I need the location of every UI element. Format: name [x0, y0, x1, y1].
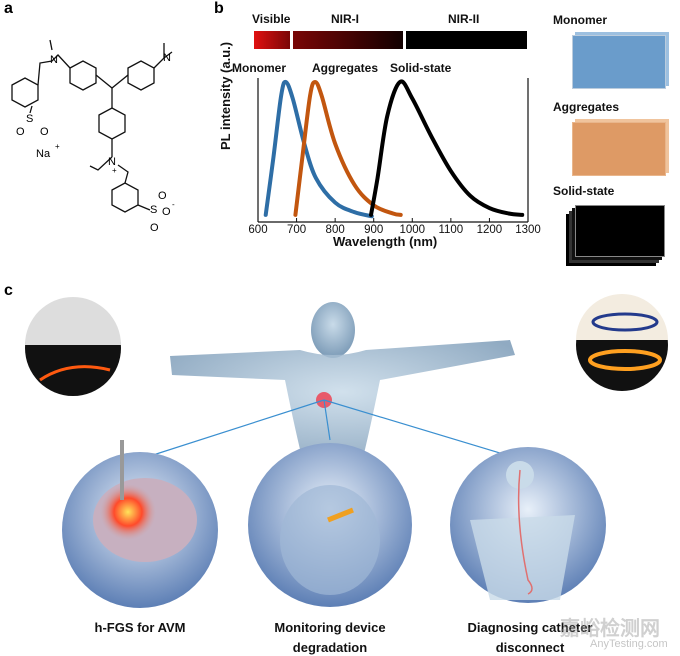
caption-monitoring-2: degradation — [292, 640, 368, 655]
series-line-monomer — [263, 79, 374, 219]
sodium-charge: + — [55, 142, 60, 151]
pl-chart — [257, 78, 529, 223]
nir2-band — [406, 31, 527, 49]
nir1-label: NIR-I — [331, 12, 359, 26]
charge-plus: + — [112, 166, 117, 175]
atom-s1: S — [26, 113, 34, 125]
atom-o2: O — [40, 126, 49, 138]
legend-monomer-label: Monomer — [553, 13, 607, 27]
series-label-aggregates: Aggregates — [312, 61, 379, 75]
watermark-en: AnyTesting.com — [590, 638, 668, 650]
atom-s2: S — [150, 204, 158, 216]
atom-n3: N — [108, 156, 116, 168]
x-tick-label: 1300 — [515, 224, 541, 236]
atom-n2: N — [163, 52, 171, 64]
panel-b-label: b — [214, 0, 224, 17]
sulfonate-charge: - — [172, 200, 175, 209]
bubble-brain — [62, 440, 218, 608]
panel-c-label: c — [4, 282, 13, 299]
atom-o1: O — [16, 126, 25, 138]
x-tick-label: 900 — [364, 224, 384, 236]
monomer-swatch — [572, 35, 666, 89]
x-tick-label: 1200 — [476, 224, 503, 236]
aggregates-swatch — [572, 122, 666, 176]
caption-catheter-1: Diagnosing catheter — [467, 620, 593, 635]
nir2-label: NIR-II — [448, 12, 480, 26]
series-label-monomer: Monomer — [232, 61, 286, 75]
x-tick-label: 1100 — [438, 224, 464, 236]
x-tick-label: 1000 — [399, 224, 426, 236]
atom-o3: O — [158, 190, 167, 202]
sodium-label: Na — [36, 148, 51, 160]
photo-right — [576, 294, 668, 391]
series-line-solid-state — [369, 79, 525, 217]
solid-swatch — [575, 205, 665, 257]
x-tick-label: 800 — [325, 224, 345, 236]
atom-n1: N — [50, 54, 58, 66]
visible-band — [254, 31, 290, 49]
photo-left — [25, 297, 121, 396]
series-label-solid: Solid-state — [390, 61, 452, 75]
connector-lines — [149, 399, 511, 457]
bubble-abdomen — [248, 443, 412, 607]
atom-o5: O — [150, 222, 159, 234]
legend-solid-label: Solid-state — [553, 184, 615, 198]
atom-o4: O — [162, 206, 171, 218]
legend-aggregates-label: Aggregates — [553, 100, 620, 114]
caption-hfgs: h-FGS for AVM — [94, 620, 186, 635]
molecule-structure — [11, 39, 173, 213]
x-axis-label: Wavelength (nm) — [333, 234, 438, 249]
x-tick-label: 700 — [286, 224, 307, 236]
watermark-cn: 嘉峪检测网 — [560, 618, 660, 640]
series-line-aggregates — [293, 79, 403, 217]
nir1-band — [293, 31, 403, 49]
panel-a-label: a — [4, 0, 13, 17]
x-tick-label: 600 — [248, 224, 268, 236]
bubble-catheter — [450, 447, 606, 603]
caption-catheter-2: disconnect — [495, 640, 565, 655]
caption-monitoring-1: Monitoring device — [274, 620, 386, 635]
visible-label: Visible — [252, 12, 291, 26]
